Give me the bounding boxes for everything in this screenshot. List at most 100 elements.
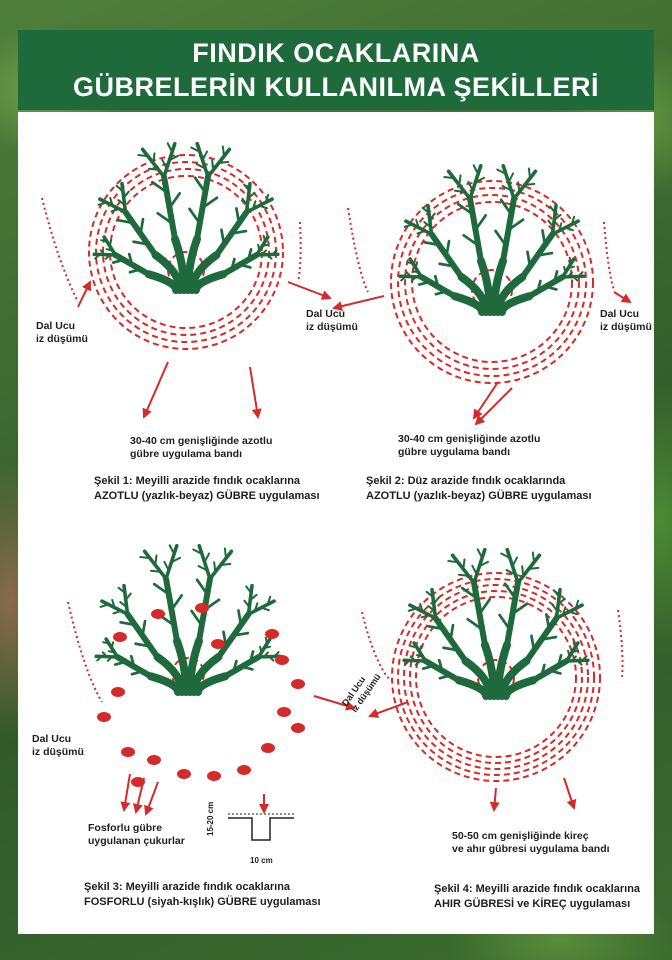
twig <box>168 544 176 555</box>
fig1-arrow-band-right <box>249 366 262 419</box>
twig <box>201 196 219 210</box>
twig <box>553 213 562 221</box>
twig <box>150 569 162 573</box>
twig <box>416 229 427 235</box>
twig <box>203 552 211 564</box>
fig4-arrow-band-right <box>563 777 577 810</box>
azotlu-band-ring <box>411 201 573 363</box>
trunk-stem <box>186 637 203 696</box>
dal-ucu-projection <box>297 221 302 283</box>
twig <box>411 270 420 274</box>
twig <box>427 605 436 613</box>
title-line-2: GÜBRELERİN KULLANILMA ŞEKİLLERİ <box>73 72 599 102</box>
twig <box>141 619 147 637</box>
twig <box>222 630 228 648</box>
twig <box>113 660 128 666</box>
twig <box>421 664 436 670</box>
trunk-stem <box>146 672 182 696</box>
twig <box>498 613 512 631</box>
twig <box>501 185 513 192</box>
twig <box>264 636 269 645</box>
twig <box>566 271 573 278</box>
twig <box>557 222 563 232</box>
fig4-band-label: 50-50 cm genişliğinde kireç ve ahır gübr… <box>452 830 610 856</box>
figure-2-caption: Şekil 2: Düz arazide fındık ocaklarında … <box>366 474 592 504</box>
twig <box>190 609 204 627</box>
twig <box>260 606 270 612</box>
dal-ucu-projection <box>347 207 369 293</box>
fig2-dal-ucu-left-label: Dal Ucu iz düşümü <box>306 308 358 334</box>
twig <box>572 640 577 649</box>
fig3-dal-ucu: Dal Ucu <box>32 733 72 745</box>
kirec-band-ring <box>397 578 595 776</box>
fosfor-pit <box>97 712 111 722</box>
fig2-arrow-left <box>332 295 385 311</box>
twig <box>258 204 268 210</box>
fig4-arrow-left <box>368 701 409 718</box>
pit-cross-section <box>228 817 294 841</box>
dal-ucu-projection <box>41 197 79 303</box>
twig <box>557 597 566 605</box>
twig <box>462 233 480 247</box>
twig <box>460 586 479 600</box>
twig <box>249 593 258 601</box>
twig <box>414 659 422 666</box>
fosfor-pit <box>147 755 161 765</box>
twig <box>235 207 241 225</box>
fig2-dal-ucu-right: Dal Ucu <box>600 308 640 320</box>
twig <box>577 271 584 278</box>
twig <box>163 560 170 572</box>
trunk-stem <box>490 257 507 316</box>
fosfor-pit <box>291 679 305 689</box>
twig <box>499 198 513 216</box>
twig <box>134 642 152 648</box>
twig <box>168 154 180 162</box>
twig <box>261 243 270 248</box>
twig <box>251 200 257 210</box>
twig <box>572 275 579 282</box>
twig <box>458 573 470 577</box>
twig <box>432 596 440 605</box>
twig <box>478 560 490 568</box>
twig <box>232 631 250 637</box>
twig <box>548 669 562 675</box>
fig2-iz-dusumu-left: iz düşümü <box>306 321 358 333</box>
twig <box>474 214 488 232</box>
twig <box>472 164 480 175</box>
twig <box>111 258 126 264</box>
twig <box>137 154 149 158</box>
fosfor-pit <box>151 609 165 619</box>
twig <box>507 172 515 184</box>
twig <box>456 202 475 216</box>
twig <box>232 659 238 673</box>
twig <box>531 551 536 564</box>
twig <box>410 645 418 649</box>
twig <box>415 219 420 229</box>
twig <box>154 554 158 567</box>
twig <box>438 674 452 680</box>
twig <box>549 205 557 214</box>
twig <box>433 274 440 288</box>
fig1-arrow-right <box>287 281 332 300</box>
fertilizer-diagrams <box>41 141 632 841</box>
twig <box>414 261 419 270</box>
twig <box>540 663 546 677</box>
trunk-stem <box>151 250 184 294</box>
twig <box>217 160 230 165</box>
fig3-pits-line-2: uygulanan çukurlar <box>88 835 185 847</box>
twig <box>530 634 536 652</box>
twig <box>521 565 525 577</box>
twig <box>112 609 123 615</box>
fig3-pits-line-1: Fosforlu gübre <box>88 822 163 834</box>
twig <box>407 607 418 612</box>
fig3-arrow-right <box>313 695 356 711</box>
twig <box>152 582 171 596</box>
trunk-stem <box>457 272 490 316</box>
twig <box>405 271 412 278</box>
twig <box>449 623 455 641</box>
trunk-stem <box>498 292 534 316</box>
twig <box>108 239 113 248</box>
twig <box>547 219 555 229</box>
twig <box>442 646 460 652</box>
trunk-stem <box>454 676 490 700</box>
